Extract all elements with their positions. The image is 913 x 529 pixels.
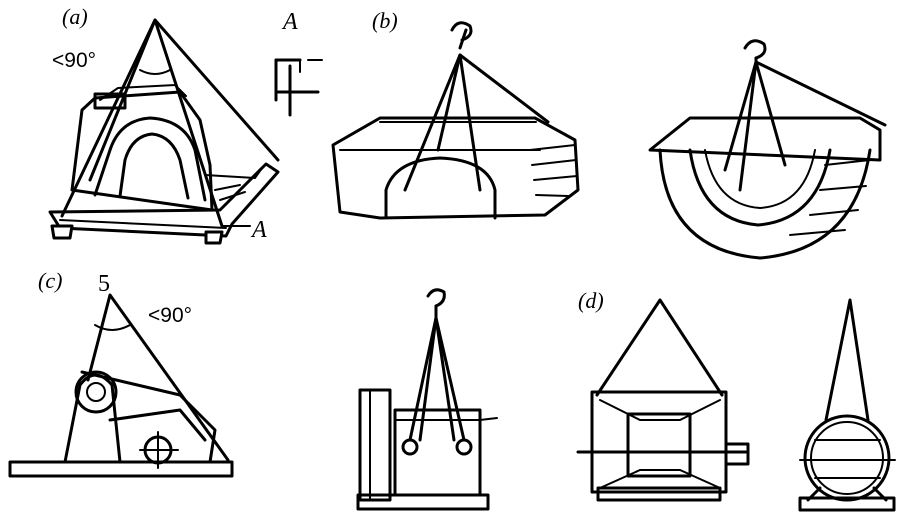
sling-c xyxy=(86,293,230,462)
hook-b-right xyxy=(743,39,767,60)
label-section-a-top: A xyxy=(283,9,298,35)
sling-c-middle xyxy=(408,316,466,442)
figure-b-right xyxy=(648,39,887,260)
label-a: (a) xyxy=(62,4,88,29)
box-d-left xyxy=(590,390,728,494)
sling-d-left xyxy=(595,298,724,397)
figure-b-left xyxy=(331,21,580,220)
figure-d-left xyxy=(576,298,750,502)
hook-c-middle xyxy=(426,288,446,308)
label-c: (c) xyxy=(38,268,63,293)
base-frame-a xyxy=(48,162,280,238)
figure-a xyxy=(48,18,280,245)
figure-c-middle xyxy=(356,288,498,511)
angle-arc-a xyxy=(139,69,171,75)
box-c-middle xyxy=(393,408,482,497)
base-foot-a xyxy=(50,224,74,240)
label-d: (d) xyxy=(578,288,604,313)
label-section-a-side: A xyxy=(252,217,267,243)
figure-d-right xyxy=(798,298,896,512)
floor-c xyxy=(8,460,234,478)
frame-c-middle xyxy=(358,388,392,502)
casing-b-left xyxy=(331,116,580,220)
casing-body-a xyxy=(70,90,214,212)
casing-b-right-body xyxy=(658,148,872,260)
sling-d-right xyxy=(824,298,870,422)
figure-c xyxy=(8,293,234,478)
casing-b-right-top xyxy=(648,116,882,162)
angle-arc-c xyxy=(94,324,131,331)
section-detail-a xyxy=(274,58,323,117)
label-b: (b) xyxy=(372,8,398,33)
drum-d-right xyxy=(803,414,891,502)
angle-label-c: <90° xyxy=(148,304,193,327)
label-number-5: 5 xyxy=(98,271,110,297)
belt-guard-c xyxy=(80,370,217,464)
angle-label-a: <90° xyxy=(52,49,97,72)
